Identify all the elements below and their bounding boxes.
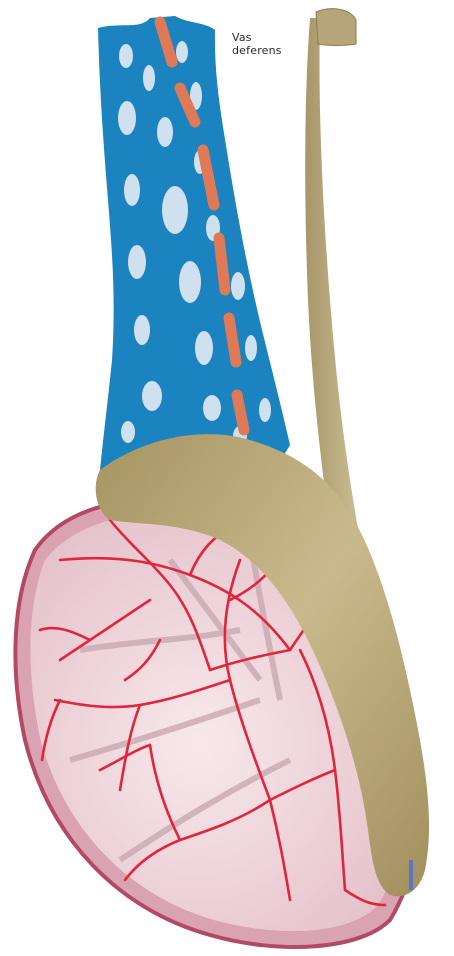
vas-deferens-label-line-2: deferens [232,44,282,57]
pampiniform-plexus [98,16,290,470]
scale-mark [409,860,413,890]
vas-deferens-label: Vas deferens [232,31,282,57]
vas-deferens-tip [316,9,356,46]
vas-deferens-label-line-1: Vas [232,31,282,44]
